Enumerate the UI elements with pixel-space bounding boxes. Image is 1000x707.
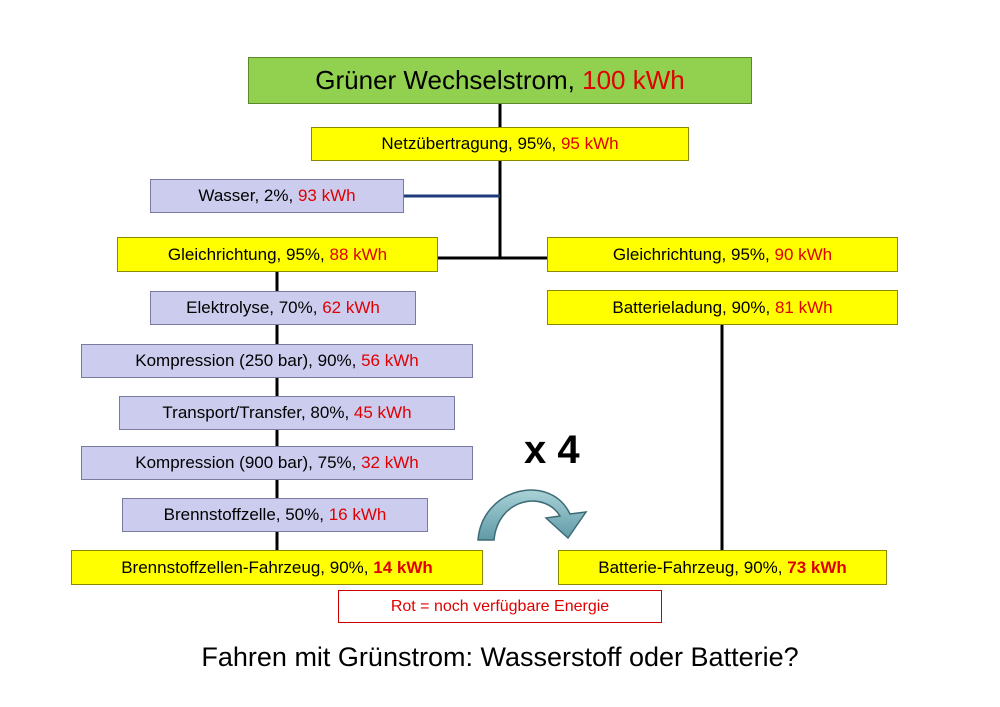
battery-charging-label: Batterieladung, 90%, bbox=[612, 297, 771, 317]
electrolysis-box: Elektrolyse, 70%, 62 kWh bbox=[150, 291, 416, 325]
transport-value: 45 kWh bbox=[353, 403, 412, 422]
compression-250-label: Kompression (250 bar), 90%, bbox=[135, 351, 357, 370]
electrolysis-label: Elektrolyse, 70%, bbox=[186, 298, 318, 317]
source-label: Grüner Wechselstrom, bbox=[315, 65, 575, 95]
left-rectification-box: Gleichrichtung, 95%, 88 kWh bbox=[117, 237, 438, 272]
water-label: Wasser, 2%, bbox=[198, 186, 294, 205]
right-rectification-value: 90 kWh bbox=[774, 244, 833, 264]
green-ac-source-box: Grüner Wechselstrom, 100 kWh bbox=[248, 57, 752, 104]
electrolysis-value: 62 kWh bbox=[322, 298, 380, 317]
right-rectification-box: Gleichrichtung, 95%, 90 kWh bbox=[547, 237, 898, 272]
compression-250-value: 56 kWh bbox=[361, 351, 419, 370]
legend-text: Rot = noch verfügbare Energie bbox=[390, 597, 610, 615]
footer-question: Fahren mit Grünstrom: Wasserstoff oder B… bbox=[201, 642, 799, 672]
water-box: Wasser, 2%, 93 kWh bbox=[150, 179, 404, 213]
compression-250-box: Kompression (250 bar), 90%, 56 kWh bbox=[81, 344, 473, 378]
transmission-value: 95 kWh bbox=[560, 134, 619, 153]
transport-box: Transport/Transfer, 80%, 45 kWh bbox=[119, 396, 455, 430]
transmission-label: Netzübertragung, 95%, bbox=[381, 134, 557, 153]
compression-900-value: 32 kWh bbox=[361, 453, 419, 472]
compression-900-label: Kompression (900 bar), 75%, bbox=[135, 453, 357, 472]
fuel-cell-value: 16 kWh bbox=[328, 505, 387, 524]
source-value: 100 kWh bbox=[582, 65, 685, 95]
battery-vehicle-value: 73 kWh bbox=[787, 557, 847, 577]
left-rectification-value: 88 kWh bbox=[329, 244, 388, 264]
transmission-box: Netzübertragung, 95%, 95 kWh bbox=[311, 127, 689, 161]
left-rectification-label: Gleichrichtung, 95%, bbox=[167, 244, 325, 264]
curved-arrow-icon bbox=[477, 489, 588, 541]
right-rectification-label: Gleichrichtung, 95%, bbox=[612, 244, 770, 264]
fuel-cell-vehicle-value: 14 kWh bbox=[373, 557, 433, 577]
battery-charging-value: 81 kWh bbox=[774, 297, 833, 317]
transport-label: Transport/Transfer, 80%, bbox=[162, 403, 350, 422]
battery-charging-box: Batterieladung, 90%, 81 kWh bbox=[547, 290, 898, 325]
fuel-cell-label: Brennstoffzelle, 50%, bbox=[163, 505, 324, 524]
water-value: 93 kWh bbox=[297, 186, 356, 205]
compression-900-box: Kompression (900 bar), 75%, 32 kWh bbox=[81, 446, 473, 480]
multiplier-label: x 4 bbox=[524, 428, 580, 472]
fuel-cell-vehicle-label: Brennstoffzellen-Fahrzeug, 90%, bbox=[121, 557, 369, 577]
battery-vehicle-label: Batterie-Fahrzeug, 90%, bbox=[598, 557, 783, 577]
fuel-cell-vehicle-box: Brennstoffzellen-Fahrzeug, 90%, 14 kWh bbox=[71, 550, 483, 585]
battery-vehicle-box: Batterie-Fahrzeug, 90%, 73 kWh bbox=[558, 550, 887, 585]
legend-box: Rot = noch verfügbare Energie bbox=[338, 590, 662, 623]
fuel-cell-box: Brennstoffzelle, 50%, 16 kWh bbox=[122, 498, 428, 532]
